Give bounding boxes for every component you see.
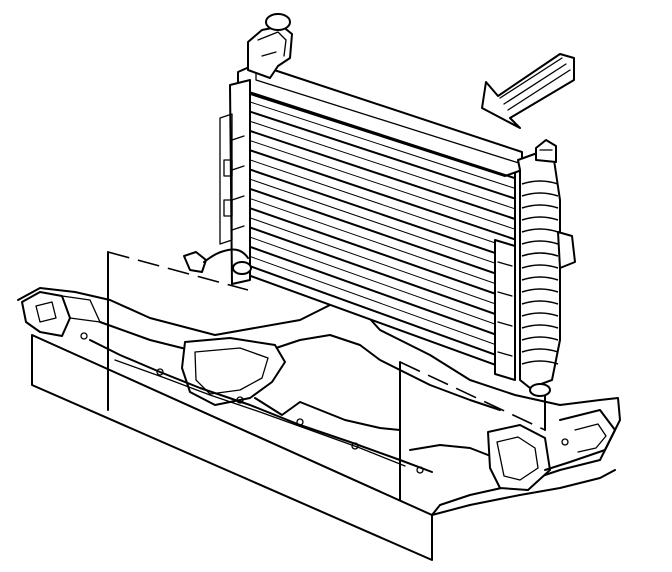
tank-rib	[521, 348, 559, 353]
radiator-support-frame	[17, 287, 621, 561]
radiator-fin-line	[247, 178, 516, 271]
right-mount-bracket	[494, 239, 516, 381]
radiator-fin-line	[247, 264, 516, 363]
lower-isolator-left	[232, 261, 252, 275]
radiator-assembly	[183, 13, 576, 397]
radiator-fins	[247, 90, 516, 363]
tank-rib	[521, 288, 559, 293]
radiator-filler-neck	[535, 139, 557, 163]
direction-arrow-icon	[481, 53, 575, 129]
radiator-fin-line	[247, 225, 516, 322]
radiator-fin-line	[247, 120, 516, 210]
radiator-fin-line	[247, 197, 516, 291]
side-tank-ribs	[521, 180, 559, 365]
radiator-fin-line	[247, 158, 516, 251]
right-side-tank	[517, 151, 561, 389]
frame-front-lip	[89, 339, 433, 473]
radiator-fin-line	[247, 216, 516, 312]
lower-isolator-right	[529, 383, 551, 397]
tank-rib	[521, 276, 559, 281]
left-guide-line	[107, 251, 249, 291]
radiator-fin-line	[247, 235, 516, 332]
tank-rib	[521, 180, 559, 185]
front-lower-panel	[31, 334, 433, 561]
fan-connector	[183, 251, 207, 273]
radiator-fin-line	[247, 109, 516, 200]
radiator-fin-line	[247, 148, 516, 241]
tank-rib	[521, 228, 559, 233]
tank-rib	[521, 300, 559, 305]
lower-outlet-pipe	[557, 231, 576, 269]
tank-rib	[521, 216, 559, 221]
left-end-bracket	[21, 291, 71, 337]
tank-rib	[521, 336, 559, 341]
radiator-fin-line	[247, 167, 516, 261]
upper-inlet-pipe	[247, 25, 293, 79]
right-guide-line	[399, 361, 546, 431]
tank-rib	[521, 252, 559, 257]
radiator-fin-line	[247, 100, 516, 189]
radiator-fin-line	[247, 139, 516, 230]
frame-deck-outline	[17, 287, 621, 516]
tank-rib	[521, 264, 559, 269]
tank-rib	[521, 324, 559, 329]
tank-rib	[521, 360, 559, 365]
radiator-fin-line	[247, 206, 516, 302]
tank-rib	[521, 312, 559, 317]
radiator-fin-line	[247, 187, 516, 282]
left-side-bracket	[229, 79, 251, 285]
tank-rib	[521, 240, 559, 245]
radiator-fin-line	[247, 255, 516, 353]
tank-rib	[521, 204, 559, 209]
tank-rib	[521, 192, 559, 197]
radiator-fin-line	[247, 245, 516, 343]
radiator-fin-line	[247, 90, 516, 180]
fan-wire-harness	[203, 248, 249, 263]
radiator-fin-line	[247, 129, 516, 220]
